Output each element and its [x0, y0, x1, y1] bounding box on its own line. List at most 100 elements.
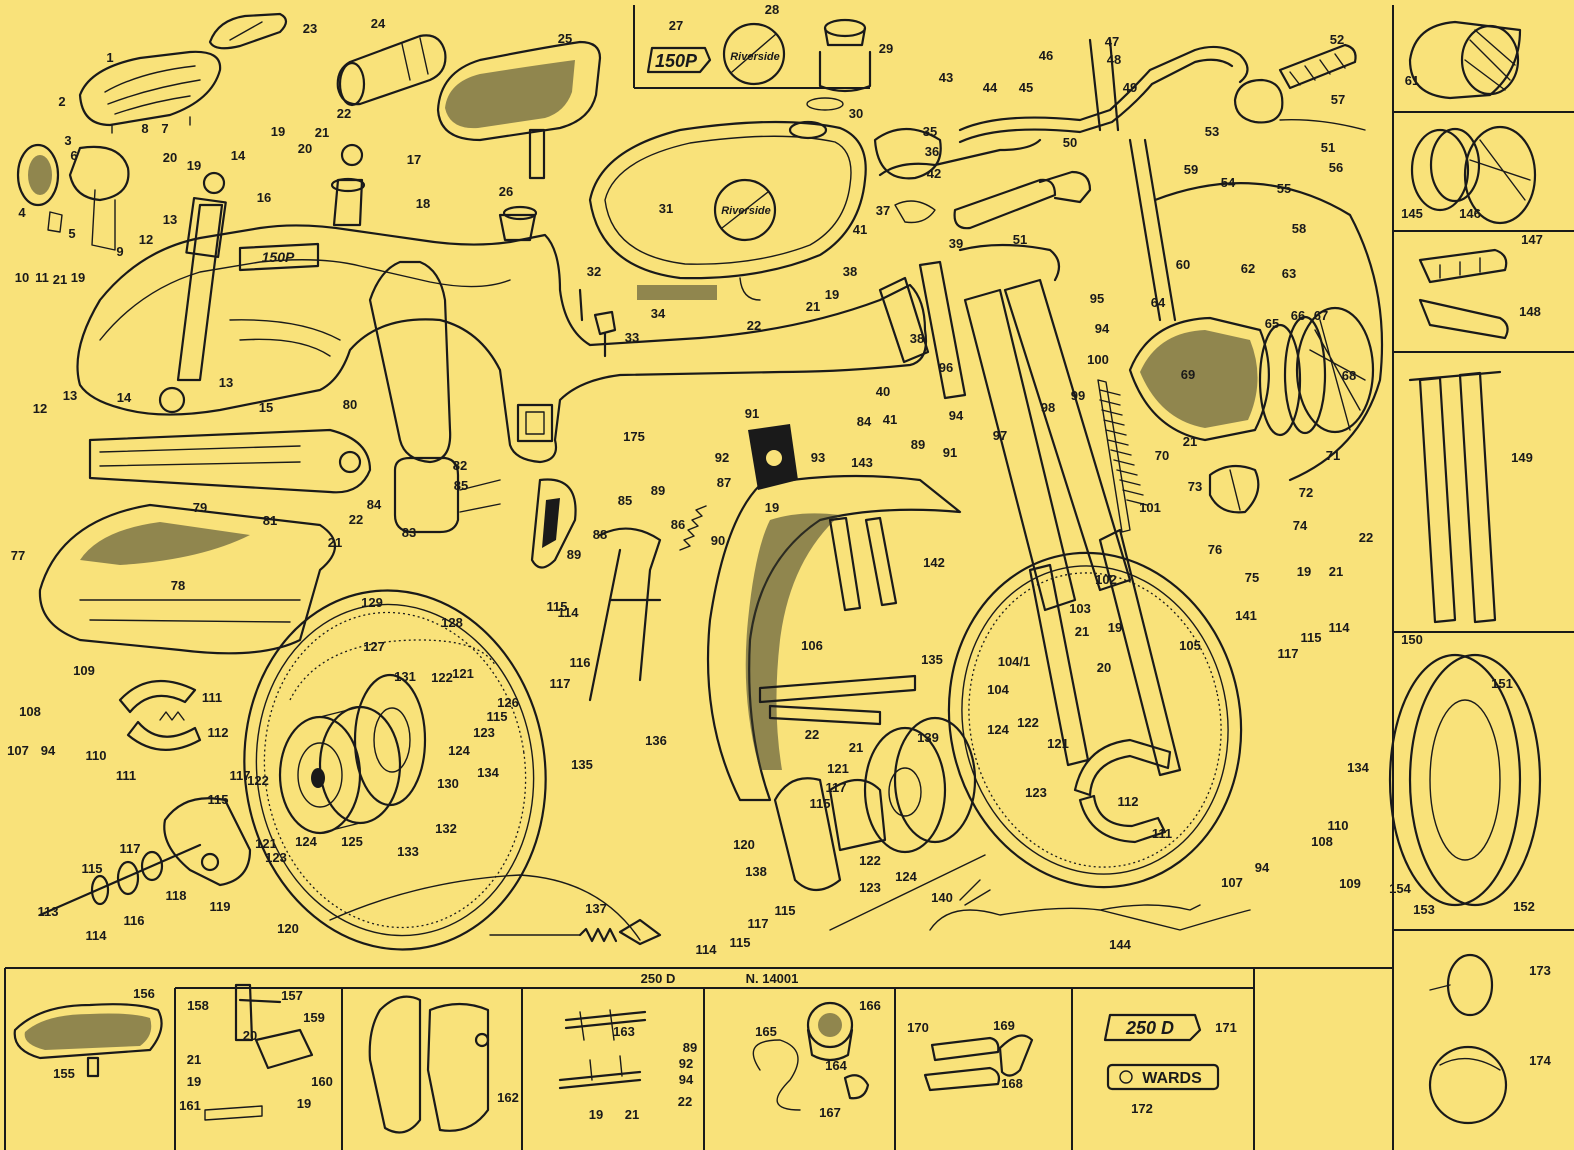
part-173: [1429, 953, 1494, 1017]
callout-141: 141: [1235, 608, 1257, 623]
callout-12: 12: [33, 401, 47, 416]
callout-13: 13: [163, 212, 177, 227]
front-wheel-part: [947, 551, 1243, 889]
badge-wards: WARDS: [1106, 1063, 1220, 1091]
callout-137: 137: [585, 901, 607, 916]
callout-70: 70: [1155, 448, 1169, 463]
stand-part: [530, 478, 662, 702]
callout-115: 115: [208, 792, 229, 807]
rear-shock-right: [330, 143, 366, 227]
callout-19: 19: [271, 124, 285, 139]
callout-122: 122: [431, 670, 453, 685]
callout-23: 23: [303, 21, 317, 36]
callout-151: 151: [1491, 676, 1513, 691]
callout-63: 63: [1282, 266, 1296, 281]
callout-58: 58: [1292, 221, 1306, 236]
callout-26: 26: [499, 184, 513, 199]
badge-250d: 250 D: [1103, 1013, 1202, 1042]
headlamp-part: [1128, 182, 1384, 514]
callout-19: 19: [1297, 564, 1311, 579]
callout-6: 6: [70, 148, 77, 163]
callout-150: 150: [1401, 632, 1423, 647]
spring-90: [679, 505, 707, 551]
callout-170: 170: [907, 1020, 929, 1035]
callout-27: 27: [669, 18, 683, 33]
callout-130: 130: [437, 776, 459, 791]
callout-158: 158: [187, 998, 209, 1013]
callout-105: 105: [1179, 638, 1201, 653]
callout-19: 19: [765, 500, 779, 515]
callout-89: 89: [911, 437, 925, 452]
saddle-part: [436, 40, 602, 180]
callout-167: 167: [819, 1105, 841, 1120]
cable-140: [829, 854, 986, 931]
callout-20: 20: [243, 1028, 257, 1043]
callout-94: 94: [949, 408, 964, 423]
panel-frames: [4, 5, 1574, 1150]
callout-61: 61: [1405, 73, 1419, 88]
callout-122: 122: [1017, 715, 1039, 730]
callout-19: 19: [297, 1096, 311, 1111]
callout-40: 40: [876, 384, 890, 399]
callout-148: 148: [1519, 304, 1541, 319]
callout-161: 161: [179, 1098, 201, 1113]
callout-116: 116: [124, 913, 145, 928]
callout-29: 29: [879, 41, 893, 56]
callout-41: 41: [853, 222, 867, 237]
callout-126: 126: [497, 695, 519, 710]
callout-114: 114: [558, 605, 580, 620]
callout-97: 97: [993, 428, 1007, 443]
callout-15: 15: [259, 400, 273, 415]
callout-22: 22: [805, 727, 819, 742]
callout-18: 18: [416, 196, 430, 211]
toolbox-part: [78, 50, 222, 134]
callout-52: 52: [1330, 32, 1344, 47]
callout-134: 134: [477, 765, 499, 780]
callout-140: 140: [931, 890, 953, 905]
callout-22: 22: [337, 106, 351, 121]
callout-121: 121: [1047, 736, 1069, 751]
callout-115: 115: [730, 935, 751, 950]
callout-39: 39: [949, 236, 963, 251]
tank-emblem-text: Riverside: [721, 205, 771, 217]
callout-117: 117: [826, 780, 847, 795]
callout-76: 76: [1208, 542, 1222, 557]
callout-107: 107: [7, 743, 29, 758]
callout-14: 14: [117, 390, 132, 405]
callout-115: 115: [1301, 630, 1322, 645]
callout-44: 44: [983, 80, 998, 95]
throttle-grip-52: [1233, 43, 1366, 131]
callout-60: 60: [1176, 257, 1190, 272]
callout-92: 92: [715, 450, 729, 465]
callout-100: 100: [1087, 352, 1109, 367]
callout-19: 19: [71, 270, 85, 285]
callout-168: 168: [1001, 1076, 1023, 1091]
callout-11: 11: [35, 270, 49, 285]
left-grip-50: [878, 138, 1092, 282]
callout-80: 80: [343, 397, 357, 412]
callout-22: 22: [678, 1094, 692, 1109]
callout-77: 77: [11, 548, 25, 563]
callout-118: 118: [166, 888, 187, 903]
callout-115: 115: [82, 861, 103, 876]
callout-41: 41: [883, 412, 897, 427]
callout-13: 13: [219, 375, 233, 390]
callout-36: 36: [925, 144, 939, 159]
callout-153: 153: [1413, 902, 1435, 917]
callout-19: 19: [825, 287, 839, 302]
callout-30: 30: [849, 106, 863, 121]
callout-108: 108: [19, 704, 41, 719]
badge-250d-text: 250 D: [1125, 1018, 1174, 1038]
callout-73: 73: [1188, 479, 1202, 494]
callout-72: 72: [1299, 485, 1313, 500]
callout-62: 62: [1241, 261, 1255, 276]
callout-147: 147: [1521, 232, 1543, 247]
wiring-harness-144: [929, 879, 1251, 931]
grips-168-169: [923, 1034, 1034, 1092]
callout-115: 115: [810, 796, 831, 811]
callout-157: 157: [281, 988, 303, 1003]
callout-117: 117: [550, 676, 571, 691]
swing-arm-part: [88, 428, 372, 494]
callout-103: 103: [1069, 601, 1091, 616]
callout-48: 48: [1107, 52, 1121, 67]
